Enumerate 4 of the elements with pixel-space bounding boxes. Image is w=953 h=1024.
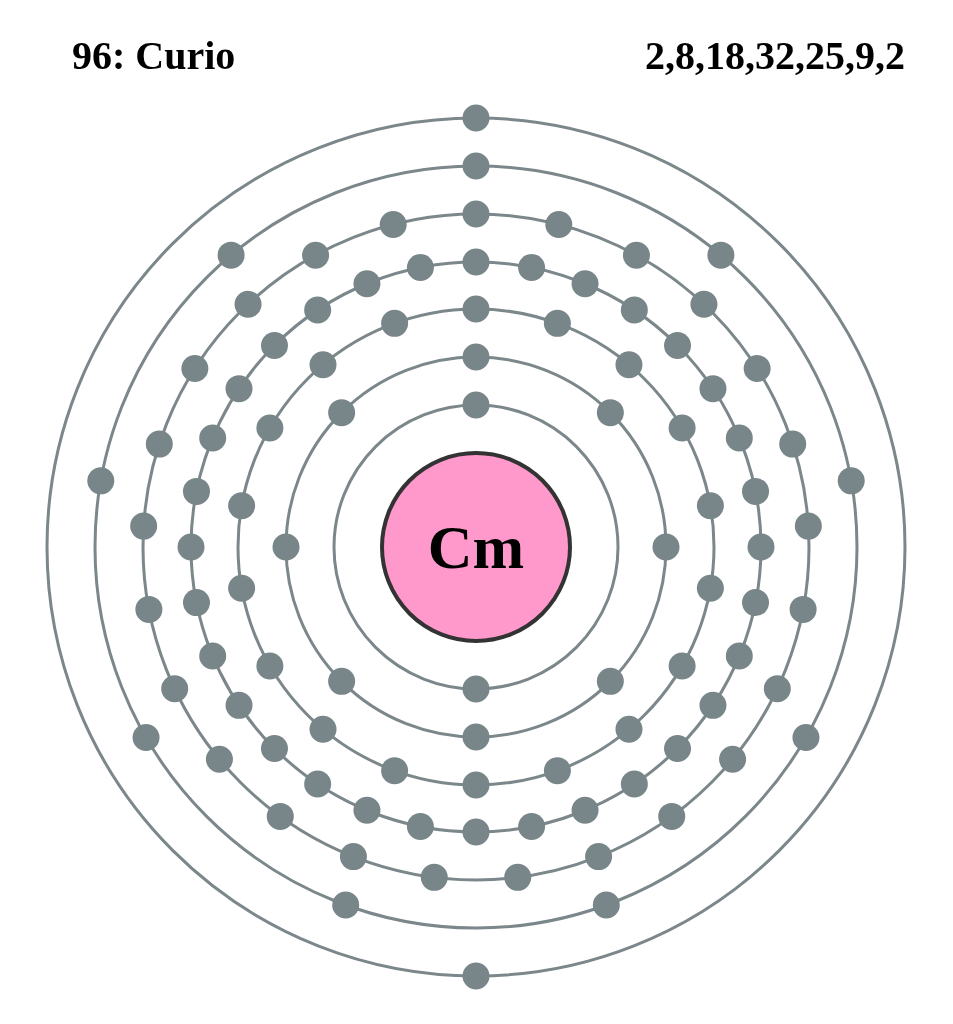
element-symbol: Cm [426, 515, 526, 579]
nucleus-circle [380, 451, 572, 643]
element-name: 96: Curio [72, 32, 236, 80]
electron-configuration: 2,8,18,32,25,9,2 [645, 32, 905, 80]
